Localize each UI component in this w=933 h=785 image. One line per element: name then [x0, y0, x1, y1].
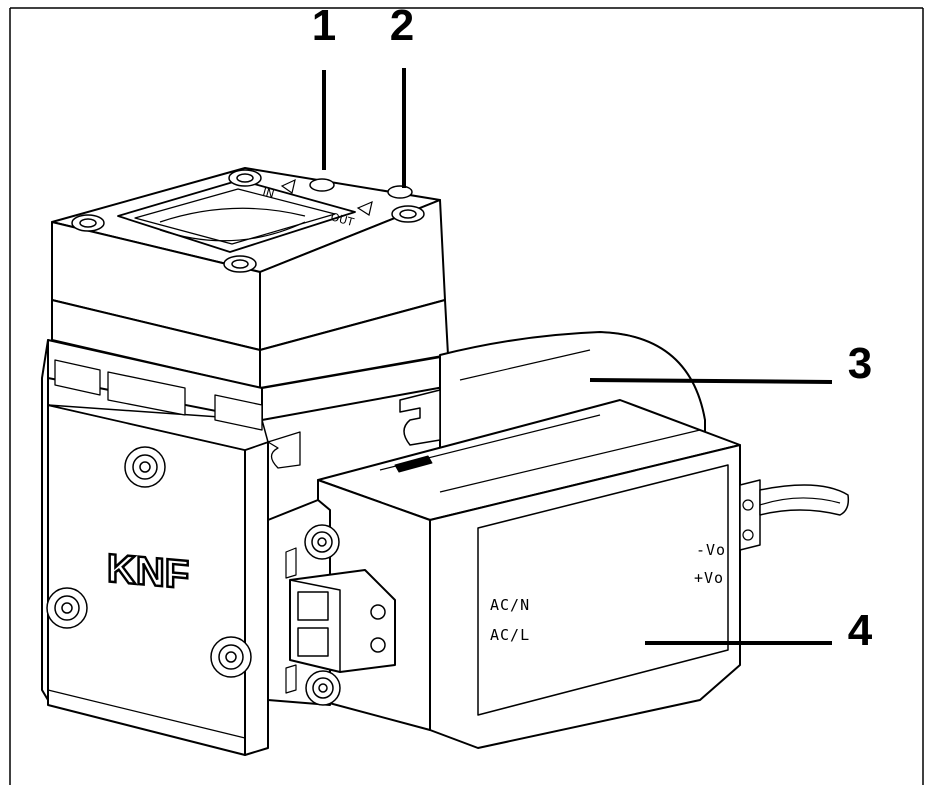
callout-1: 1 [312, 1, 336, 50]
port-in-mark: IN [261, 185, 275, 201]
port-out-mark: OUT [329, 210, 355, 229]
ac-connector [267, 499, 396, 706]
psu-label-ac-l: AC/L [490, 626, 530, 644]
callout-3: 3 [848, 339, 872, 388]
power-supply [317, 399, 850, 749]
drawing-frame [9, 7, 924, 785]
brand-logo: KNF [107, 546, 189, 597]
callout-4: 4 [848, 606, 873, 655]
psu-label-plus-vo: +Vo [694, 569, 724, 587]
callout-leaders [322, 68, 833, 645]
leader-3 [589, 378, 833, 384]
psu-label-ac-n: AC/N [490, 596, 530, 614]
port-markings: IN OUT [261, 178, 373, 229]
psu-label-minus-vo: -Vo [696, 541, 726, 559]
front-plate [41, 339, 301, 756]
callout-2: 2 [390, 1, 414, 50]
